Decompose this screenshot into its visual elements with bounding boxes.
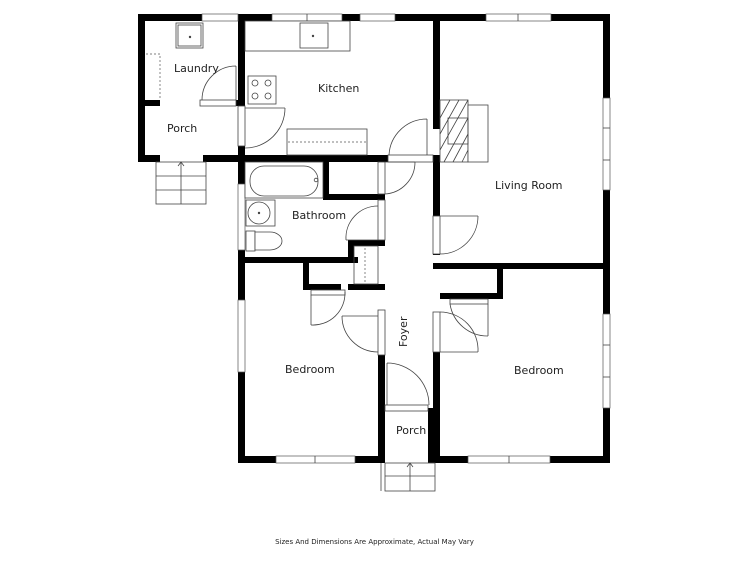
disclaimer-text: Sizes And Dimensions Are Approximate, Ac… (275, 538, 474, 546)
room-label-bedroom-left: Bedroom (285, 363, 335, 376)
walls (138, 14, 610, 463)
toilet-icon (254, 231, 283, 251)
room-label-foyer: Foyer (397, 316, 410, 347)
arrow-up-icon (406, 462, 414, 468)
room-label-laundry: Laundry (174, 62, 219, 75)
room-label-bedroom-right: Bedroom (514, 364, 564, 377)
kitchen-counter (244, 20, 351, 52)
arrow-up-icon (177, 161, 185, 167)
room-label-bathroom: Bathroom (292, 209, 346, 222)
rear-steps (155, 161, 207, 205)
room-label-living-room: Living Room (495, 179, 563, 192)
fireplace-icon (439, 99, 489, 163)
room-label-kitchen: Kitchen (318, 82, 359, 95)
stove-icon (247, 75, 277, 105)
bathtub-icon (249, 165, 319, 197)
kitchen-island (286, 128, 368, 156)
room-label-porch-front: Porch (396, 424, 426, 437)
front-steps (380, 462, 436, 492)
windows (201, 13, 611, 464)
doors (199, 65, 489, 412)
fixtures (146, 20, 489, 285)
room-label-porch-rear: Porch (167, 122, 197, 135)
